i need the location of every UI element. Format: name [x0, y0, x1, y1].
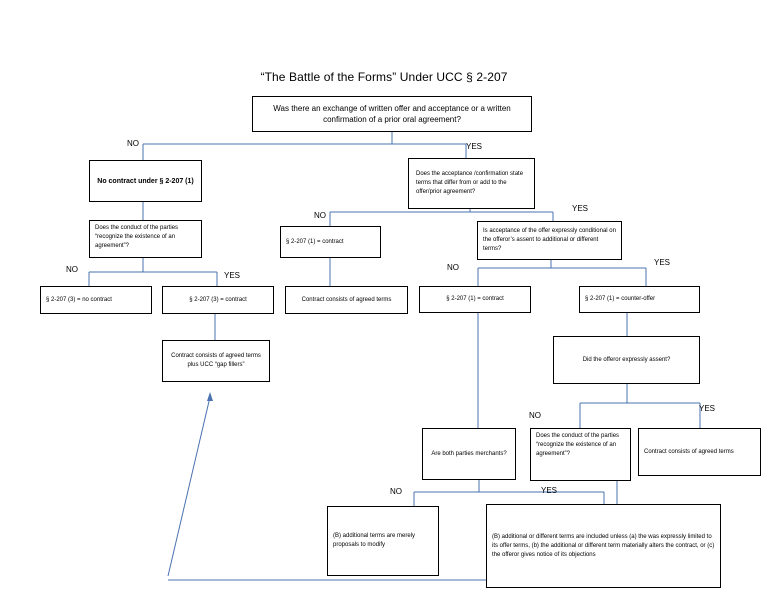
label-no: NO: [390, 487, 402, 496]
node-terms-differ-question: Does the acceptance /confirmation state …: [408, 158, 535, 209]
label-no: NO: [529, 411, 541, 420]
page-title: “The Battle of the Forms” Under UCC § 2-…: [260, 70, 508, 84]
node-agreed-terms-b: Contract consists of agreed terms: [638, 428, 761, 476]
node-assent-question: Did the offeror expressly assent?: [553, 336, 700, 384]
label-no: NO: [314, 211, 326, 220]
node-merchants-question: Are both parties merchants?: [422, 428, 516, 480]
label-yes: YES: [466, 142, 483, 151]
node-conditional-question: Is acceptance of the offer expressly con…: [477, 221, 622, 260]
node-no-contract-207-1: No contract under § 2-207 (1): [89, 160, 202, 202]
node-207-1-contract-b: § 2-207 (1) = contract: [419, 286, 531, 313]
label-no: NO: [447, 263, 459, 272]
node-agreed-terms-a: Contract consists of agreed terms: [285, 286, 408, 314]
node-207-3-contract: § 2-207 (3) = contract: [162, 286, 274, 314]
node-conduct-question-2: Does the conduct of the parties “recogni…: [530, 428, 631, 481]
label-no: NO: [127, 139, 139, 148]
label-yes: YES: [654, 258, 671, 267]
label-yes: YES: [224, 271, 241, 280]
node-terms-included: (B) additional or different terms are in…: [486, 504, 721, 588]
node-gap-fillers: Contract consists of agreed terms plus U…: [162, 340, 270, 382]
label-yes: YES: [699, 404, 716, 413]
label-yes: YES: [541, 486, 558, 495]
node-proposals-to-modify: (B) additional terms are merely proposal…: [327, 506, 439, 576]
label-no: NO: [66, 265, 78, 274]
label-yes: YES: [572, 204, 589, 213]
node-exchange-question: Was there an exchange of written offer a…: [252, 96, 532, 132]
node-counter-offer: § 2-207 (1) = counter-offer: [579, 286, 700, 313]
node-207-1-contract-a: § 2-207 (1) = contract: [280, 226, 381, 258]
node-207-3-no-contract: § 2-207 (3) = no contract: [40, 286, 152, 314]
node-conduct-question-1: Does the conduct of the parties “recogni…: [89, 220, 202, 258]
